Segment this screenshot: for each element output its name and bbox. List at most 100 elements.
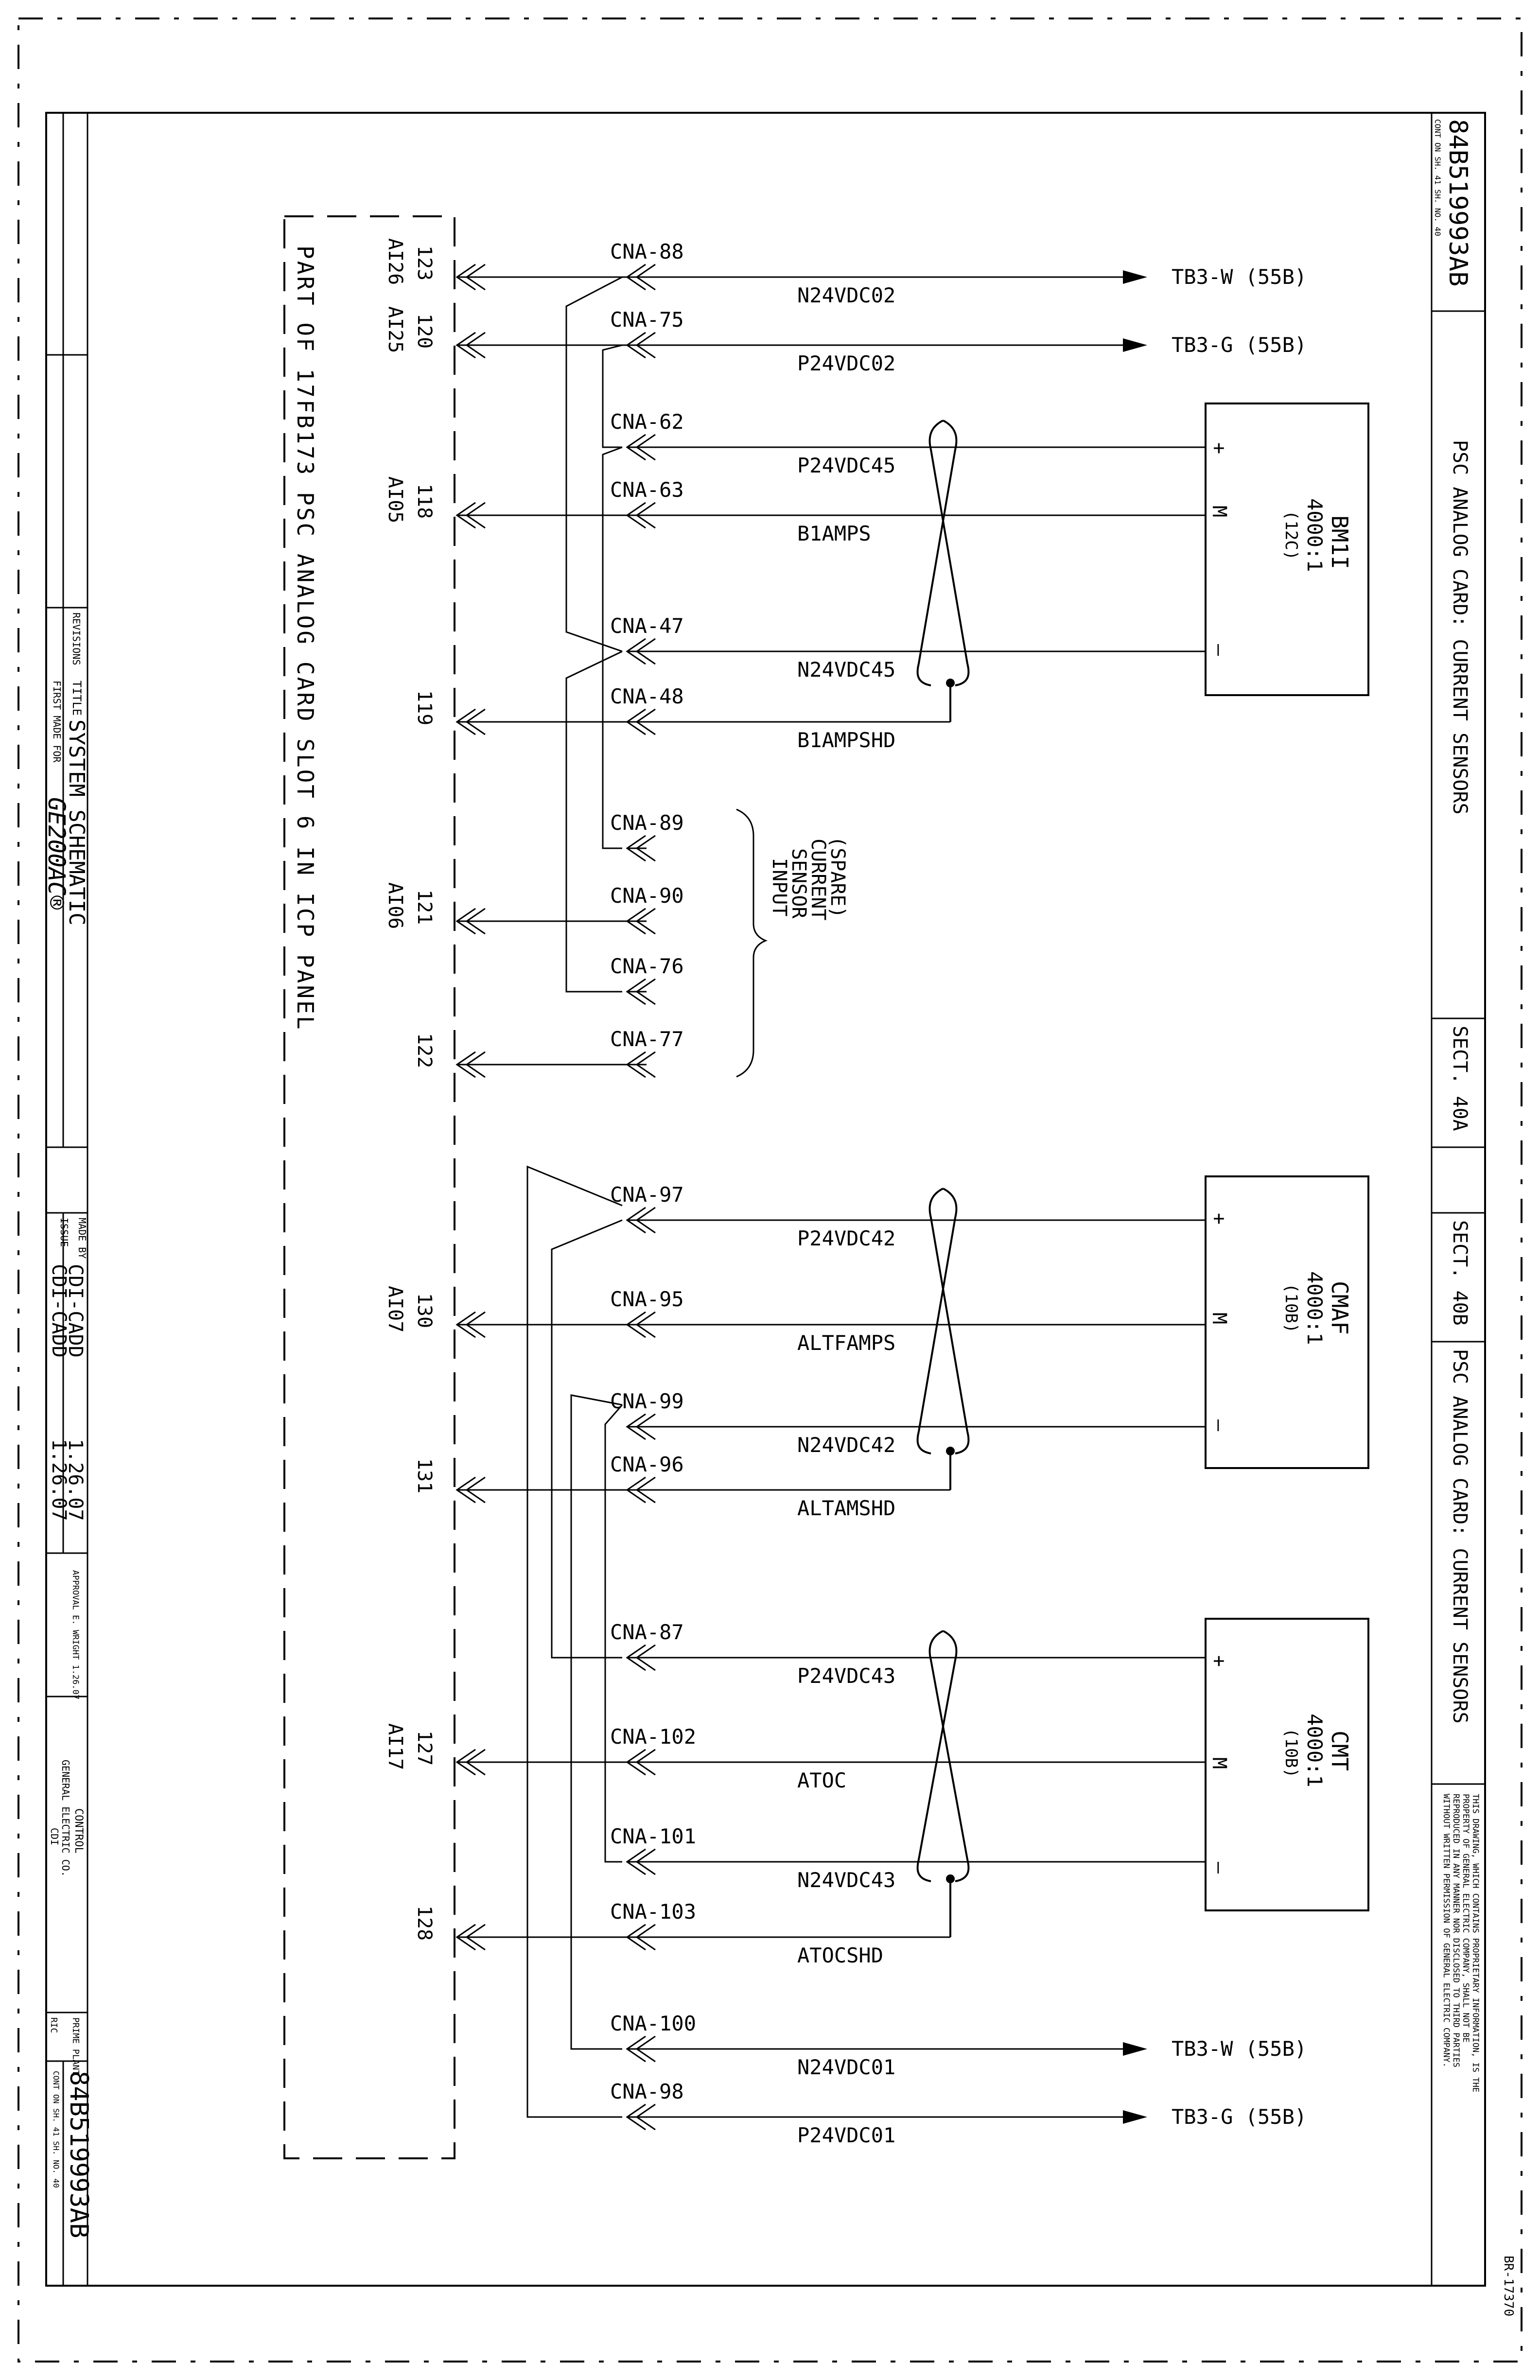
svg-text:INPUT: INPUT: [768, 858, 790, 916]
drawing-ref-note: CONT ON SH. 41 SH. NO. 40: [1433, 119, 1442, 236]
analog-input-label: AI25: [384, 306, 406, 353]
svg-text:WITHOUT WRITTEN PERMISSION OF: WITHOUT WRITTEN PERMISSION OF GENERAL EL…: [1441, 1794, 1451, 2067]
signal-label: ALTFAMPS: [797, 1331, 895, 1355]
arrow-head: [1123, 270, 1147, 284]
connector-label: CNA-47: [610, 614, 684, 638]
card-label: PART OF 17FB173 PSC ANALOG CARD SLOT 6 I…: [292, 245, 318, 1031]
signal-label: N24VDC43: [797, 1868, 895, 1892]
sensor-cmaf: CMAF 4000:1 (10B) + M –: [1205, 1175, 1369, 1469]
pin-number: 118: [413, 484, 436, 519]
signal-label: ATOC: [797, 1768, 846, 1792]
approval-note: APPROVAL E. WRIGHT 1.26.07: [70, 1570, 80, 1699]
terminal-plus: +: [1208, 1213, 1230, 1225]
section-b: SECT. 40B: [1449, 1220, 1471, 1326]
destination-label: TB3-G (55B): [1172, 2105, 1307, 2129]
made-by-value: CDI-CADD: [64, 1264, 87, 1358]
wire-cna-77: CNA-77 122: [413, 1027, 684, 1078]
connector-label: CNA-62: [610, 410, 684, 434]
connector-label: CNA-87: [610, 1620, 684, 1644]
card-outline: [283, 215, 455, 2159]
pin-chevron: [455, 502, 486, 529]
connector-label: CNA-97: [610, 1183, 684, 1207]
sensor-ratio: 4000:1: [1303, 1714, 1327, 1787]
pin-number: 120: [413, 314, 436, 349]
signal-label: B1AMPSHD: [797, 728, 895, 752]
sensor-name: CMT: [1327, 1731, 1353, 1771]
signal-label: N24VDC02: [797, 283, 895, 307]
pin-number: 121: [413, 890, 436, 925]
connector-label: CNA-102: [610, 1725, 696, 1749]
pin-chevron: [455, 263, 486, 291]
svg-text:CURRENT: CURRENT: [807, 839, 829, 921]
issue-date: 1.26.07: [48, 1439, 70, 1521]
svg-text:SENSOR: SENSOR: [788, 848, 810, 919]
connector-label: CNA-103: [610, 1900, 696, 1924]
sensor-cmt: CMT 4000:1 (10B) + M –: [1205, 1618, 1369, 1911]
arrow-head: [1123, 338, 1147, 352]
connector-label: CNA-90: [610, 884, 684, 908]
pin-number: 119: [413, 690, 436, 725]
connector-label: CNA-96: [610, 1452, 684, 1476]
svg-text:THIS DRAWING, WHICH CONTAINS P: THIS DRAWING, WHICH CONTAINS PROPRIETARY…: [1470, 1794, 1480, 2092]
pin-chevron: [455, 332, 486, 359]
pin-chevron: [455, 1311, 486, 1338]
signal-label: P24VDC01: [797, 2123, 895, 2147]
sensor-location: (10B): [1281, 1283, 1301, 1333]
issue-by-value: CDI-CADD: [48, 1264, 70, 1358]
connector-label: CNA-48: [610, 684, 684, 708]
terminal-minus: –: [1208, 1862, 1230, 1874]
terminal-plus: +: [1208, 1655, 1230, 1667]
section-title-b: PSC ANALOG CARD: CURRENT SENSORS: [1449, 1349, 1471, 1724]
made-by-date: 1.26.07: [64, 1439, 87, 1521]
ric-label: RIC: [49, 2017, 59, 2033]
connector-label: CNA-89: [610, 811, 684, 835]
connector-label: CNA-76: [610, 954, 684, 978]
pin-number: 122: [413, 1033, 436, 1068]
terminal-m: M: [1208, 1312, 1230, 1324]
pin-chevron: [455, 1051, 486, 1078]
connector-label: CNA-99: [610, 1389, 684, 1413]
arrow-head: [1123, 2110, 1147, 2124]
right-header-strip: 84B519993AB CONT ON SH. 41 SH. NO. 40 PS…: [1431, 113, 1516, 2316]
signal-label: P24VDC42: [797, 1226, 895, 1250]
first-made-label: FIRST MADE FOR: [51, 681, 63, 763]
terminal-plus: +: [1208, 442, 1230, 454]
sensor-ratio: 4000:1: [1303, 498, 1327, 572]
terminal-m: M: [1208, 506, 1230, 517]
terminal-m: M: [1208, 1757, 1230, 1769]
pin-chevron: [455, 1749, 486, 1776]
signal-label: P24VDC02: [797, 351, 895, 375]
pin-number: 131: [413, 1458, 436, 1493]
title-block: REVISIONS TITLE SYSTEM SCHEMATIC FIRST M…: [43, 113, 93, 2286]
signal-label: B1AMPS: [797, 522, 871, 545]
sheet-border: [18, 18, 1522, 2362]
connector-label: CNA-63: [610, 478, 684, 502]
connector-label: CNA-88: [610, 240, 684, 263]
signal-label: P24VDC43: [797, 1664, 895, 1688]
connector-label: CNA-101: [610, 1824, 696, 1848]
proprietary-notice: THIS DRAWING, WHICH CONTAINS PROPRIETARY…: [1441, 1794, 1480, 2092]
wiring: [526, 276, 970, 2118]
connector-label: CNA-77: [610, 1027, 684, 1051]
pin-number: 128: [413, 1906, 436, 1941]
schematic-title: SYSTEM SCHEMATIC: [64, 719, 89, 926]
wire-cna-76: CNA-76: [610, 954, 684, 1005]
title-block-cont-note: CONT ON SH. 41 SH. NO. 40: [52, 2071, 61, 2188]
analog-input-label: AI17: [384, 1723, 406, 1770]
sensor-bm1: BM1I 4000:1 (12C) + M –: [1205, 402, 1369, 696]
cdi-label: CDI: [49, 1828, 60, 1845]
sensor-location: (10B): [1281, 1728, 1301, 1778]
